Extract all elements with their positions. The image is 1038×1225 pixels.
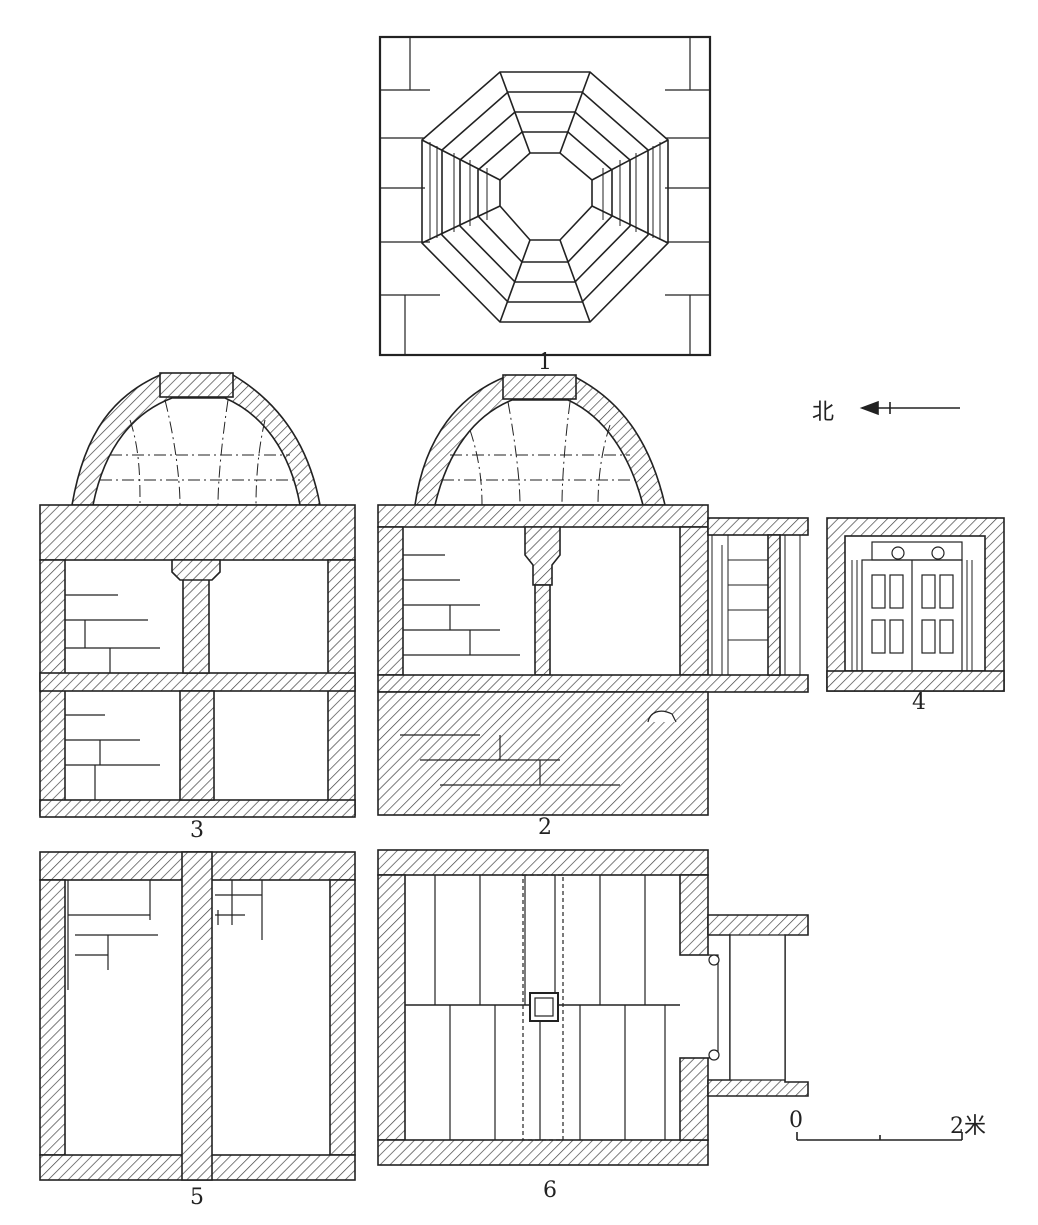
- plan-lower-drawing: [39, 851, 356, 1181]
- section-east-west-drawing: [377, 374, 809, 816]
- scale-end-label: 2米: [950, 1114, 986, 1139]
- door-elevation-drawing: [826, 517, 1005, 692]
- figure-label-3: 3: [190, 818, 204, 843]
- plan-upper-drawing: [377, 849, 809, 1166]
- north-label: 北: [812, 400, 835, 425]
- scale-bar-graphic: [796, 1132, 963, 1141]
- section-north-south-drawing: [39, 372, 356, 818]
- figure-label-1: 1: [538, 350, 552, 375]
- figure-label-2: 2: [538, 815, 552, 840]
- scale-start-label: 0: [789, 1108, 803, 1133]
- figure-label-5: 5: [190, 1185, 204, 1210]
- roof-plan-drawing: [378, 35, 712, 357]
- figure-label-6: 6: [543, 1178, 557, 1203]
- figure-label-4: 4: [912, 690, 926, 715]
- north-arrow-graphic: [859, 400, 960, 416]
